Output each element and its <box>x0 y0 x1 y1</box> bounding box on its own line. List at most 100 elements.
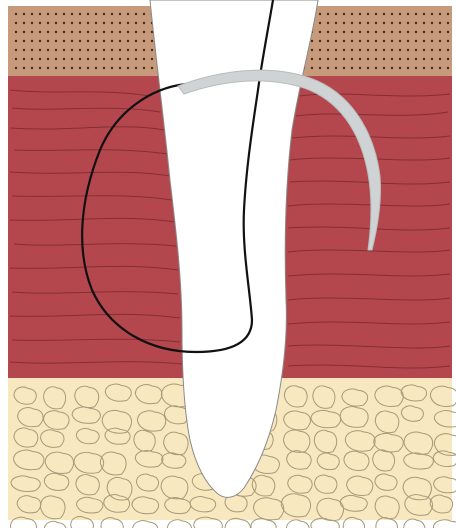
skin-texture-dot <box>343 31 345 33</box>
skin-texture-dot <box>335 40 337 42</box>
skin-texture-dot <box>23 67 25 69</box>
skin-texture-dot <box>367 22 369 24</box>
skin-texture-dot <box>367 31 369 33</box>
skin-texture-dot <box>87 67 89 69</box>
skin-texture-dot <box>423 49 425 51</box>
skin-texture-dot <box>87 31 89 33</box>
skin-texture-dot <box>399 40 401 42</box>
skin-texture-dot <box>143 40 145 42</box>
skin-texture-dot <box>319 67 321 69</box>
skin-texture-dot <box>407 22 409 24</box>
skin-texture-dot <box>63 31 65 33</box>
skin-texture-dot <box>111 67 113 69</box>
skin-texture-dot <box>47 13 49 15</box>
skin-texture-dot <box>151 67 153 69</box>
skin-texture-dot <box>423 31 425 33</box>
skin-texture-dot <box>71 31 73 33</box>
skin-texture-dot <box>375 40 377 42</box>
skin-texture-dot <box>319 31 321 33</box>
skin-texture-dot <box>399 31 401 33</box>
skin-texture-dot <box>31 22 33 24</box>
skin-texture-dot <box>447 22 449 24</box>
skin-texture-dot <box>111 40 113 42</box>
skin-texture-dot <box>327 58 329 60</box>
skin-texture-dot <box>407 40 409 42</box>
skin-texture-dot <box>87 13 89 15</box>
skin-texture-dot <box>39 22 41 24</box>
skin-texture-dot <box>111 58 113 60</box>
skin-texture-dot <box>391 67 393 69</box>
skin-texture-dot <box>111 31 113 33</box>
skin-texture-dot <box>407 13 409 15</box>
skin-texture-dot <box>439 31 441 33</box>
skin-texture-dot <box>143 67 145 69</box>
skin-texture-dot <box>415 13 417 15</box>
skin-texture-dot <box>71 67 73 69</box>
skin-texture-dot <box>327 13 329 15</box>
skin-texture-dot <box>111 22 113 24</box>
skin-texture-dot <box>335 13 337 15</box>
skin-texture-dot <box>119 31 121 33</box>
skin-texture-dot <box>399 22 401 24</box>
skin-texture-dot <box>79 67 81 69</box>
skin-texture-dot <box>55 13 57 15</box>
skin-texture-dot <box>351 22 353 24</box>
skin-texture-dot <box>359 49 361 51</box>
skin-texture-dot <box>423 13 425 15</box>
skin-texture-dot <box>31 40 33 42</box>
skin-texture-dot <box>31 67 33 69</box>
skin-texture-dot <box>351 13 353 15</box>
skin-texture-dot <box>359 67 361 69</box>
skin-texture-dot <box>335 22 337 24</box>
skin-texture-dot <box>367 67 369 69</box>
skin-texture-dot <box>39 31 41 33</box>
skin-texture-dot <box>79 58 81 60</box>
skin-texture-dot <box>151 58 153 60</box>
skin-texture-dot <box>135 49 137 51</box>
skin-texture-dot <box>15 22 17 24</box>
skin-texture-dot <box>423 40 425 42</box>
skin-texture-dot <box>439 49 441 51</box>
skin-texture-dot <box>55 49 57 51</box>
skin-texture-dot <box>39 58 41 60</box>
skin-texture-dot <box>71 22 73 24</box>
skin-texture-dot <box>359 22 361 24</box>
skin-texture-dot <box>95 22 97 24</box>
skin-texture-dot <box>383 49 385 51</box>
skin-texture-dot <box>359 31 361 33</box>
skin-texture-dot <box>39 40 41 42</box>
skin-texture-dot <box>391 13 393 15</box>
skin-texture-dot <box>15 58 17 60</box>
skin-texture-dot <box>351 40 353 42</box>
skin-texture-dot <box>79 13 81 15</box>
skin-texture-dot <box>447 13 449 15</box>
skin-texture-dot <box>63 49 65 51</box>
skin-texture-dot <box>103 40 105 42</box>
skin-texture-dot <box>15 40 17 42</box>
skin-texture-dot <box>71 40 73 42</box>
skin-texture-dot <box>23 22 25 24</box>
skin-texture-dot <box>87 40 89 42</box>
skin-texture-dot <box>63 58 65 60</box>
skin-texture-dot <box>447 31 449 33</box>
skin-texture-dot <box>87 49 89 51</box>
skin-texture-dot <box>431 58 433 60</box>
skin-texture-dot <box>391 31 393 33</box>
skin-texture-dot <box>47 49 49 51</box>
skin-texture-dot <box>399 58 401 60</box>
skin-texture-dot <box>447 67 449 69</box>
skin-texture-dot <box>343 22 345 24</box>
skin-texture-dot <box>47 40 49 42</box>
skin-texture-dot <box>79 31 81 33</box>
skin-texture-dot <box>311 58 313 60</box>
skin-texture-dot <box>351 49 353 51</box>
skin-texture-dot <box>359 40 361 42</box>
skin-texture-dot <box>311 40 313 42</box>
skin-texture-dot <box>31 49 33 51</box>
skin-texture-dot <box>95 67 97 69</box>
skin-texture-dot <box>351 31 353 33</box>
skin-texture-dot <box>391 49 393 51</box>
skin-texture-dot <box>415 67 417 69</box>
skin-texture-dot <box>111 13 113 15</box>
